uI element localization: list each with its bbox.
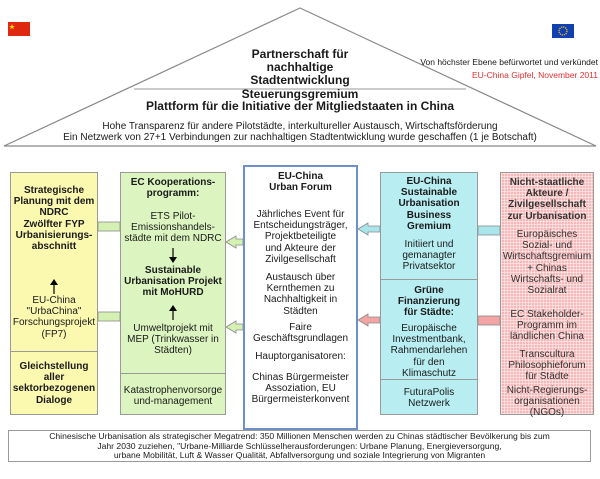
china-flag-icon bbox=[8, 22, 30, 36]
ec-cooperation-title: EC Kooperations-programm: bbox=[130, 177, 216, 200]
roof-triangle bbox=[3, 7, 597, 147]
column-ec-cooperation: EC Kooperations-programm: ETS Pilot-Emis… bbox=[120, 172, 226, 415]
megatrend-text: Chinesische Urbanisation als strategisch… bbox=[49, 431, 550, 461]
arrow-down-icon bbox=[169, 248, 177, 263]
main-organizers-label: Hauptorganisatoren: bbox=[255, 351, 346, 362]
network-text: Ein Netzwerk von 27+1 Verbindungen zur n… bbox=[63, 132, 537, 143]
roof-title: Partnerschaft für nachhaltige Stadtentwi… bbox=[241, 47, 359, 101]
endorsement-text: Von höchster Ebene befürwortet und verkü… bbox=[420, 57, 598, 67]
ets-pilot-text: ETS Pilot-Emissionshandels-städte mit de… bbox=[124, 211, 222, 245]
arrow-up-icon bbox=[169, 305, 177, 320]
eu-flag-icon bbox=[552, 24, 574, 38]
urbachina-project-text: EU-China"UrbaChina"Forschungsprojekt(FP7… bbox=[12, 295, 96, 340]
summit-text: EU-China Gipfel, November 2011 bbox=[472, 70, 598, 80]
megatrend-footer: Chinesische Urbanisation als strategisch… bbox=[8, 430, 591, 462]
arrow-up-icon bbox=[50, 279, 58, 294]
ngo-text: Nicht-Regierungs-organisationen(NGOs) bbox=[506, 385, 588, 419]
platform-title: Plattform für die Initiative der Mitglie… bbox=[145, 99, 455, 113]
transparency-text: Hohe Transparenz für andere Pilotstädte,… bbox=[102, 121, 498, 132]
